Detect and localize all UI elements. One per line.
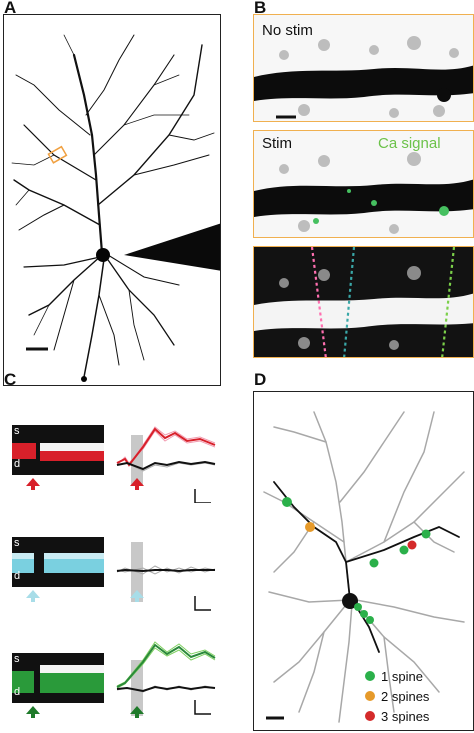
red-arrow-icon-2 — [130, 478, 144, 490]
legend: 1 spine 2 spines 3 spines — [365, 666, 429, 726]
stim-dendrite — [254, 152, 473, 234]
pipette-shape — [124, 223, 220, 271]
dendrite-bright — [254, 247, 473, 357]
dendrite-tracing — [263, 411, 465, 723]
no-stim-dendrite — [254, 36, 473, 119]
cyan-arrow-icon — [26, 590, 40, 602]
red-arrow-icon — [26, 478, 40, 490]
stim-image: Stim Ca signal — [253, 130, 474, 238]
neuron-micrograph — [11, 34, 220, 382]
teal-scan-line — [343, 247, 356, 357]
ca-signal-text: Ca signal — [378, 135, 441, 152]
panel-a-label: A — [4, 0, 17, 17]
red-traces — [116, 426, 216, 503]
cyan-d-label: d — [14, 570, 21, 582]
legend-item-2: 2 spines — [365, 686, 429, 706]
green-s-label: s — [14, 653, 20, 665]
cyan-arrow-icon-2 — [130, 590, 144, 602]
red-d-label: d — [14, 458, 21, 470]
green-arrow-icon-2 — [130, 706, 144, 718]
cyan-traces — [116, 542, 216, 611]
dendrite-linescan-image — [253, 246, 474, 358]
green-d-label: d — [14, 686, 21, 698]
no-stim-text: No stim — [262, 22, 313, 39]
green-scan-line — [441, 247, 456, 357]
red-s-label: s — [14, 425, 20, 437]
pink-scan-line — [310, 247, 327, 357]
green-arrow-icon — [26, 706, 40, 718]
panel-d-reconstruction: 1 spine 2 spines 3 spines — [253, 391, 474, 731]
no-stim-image: No stim — [253, 14, 474, 122]
panel-c-label: C — [4, 370, 17, 389]
panel-d-label: D — [254, 370, 267, 389]
panel-b-label: B — [254, 0, 267, 17]
linescan-red — [12, 425, 104, 475]
soma-dot — [342, 593, 358, 609]
legend-item-3: 3 spines — [365, 706, 429, 726]
linescan-green — [12, 653, 104, 703]
linescan-cyan — [12, 537, 104, 587]
soma — [96, 248, 110, 262]
green-traces — [116, 641, 216, 716]
panel-a-neuron-image — [3, 14, 221, 386]
legend-item-1: 1 spine — [365, 666, 429, 686]
cyan-s-label: s — [14, 537, 20, 549]
roi-marker — [47, 145, 68, 164]
stim-text: Stim — [262, 135, 292, 152]
